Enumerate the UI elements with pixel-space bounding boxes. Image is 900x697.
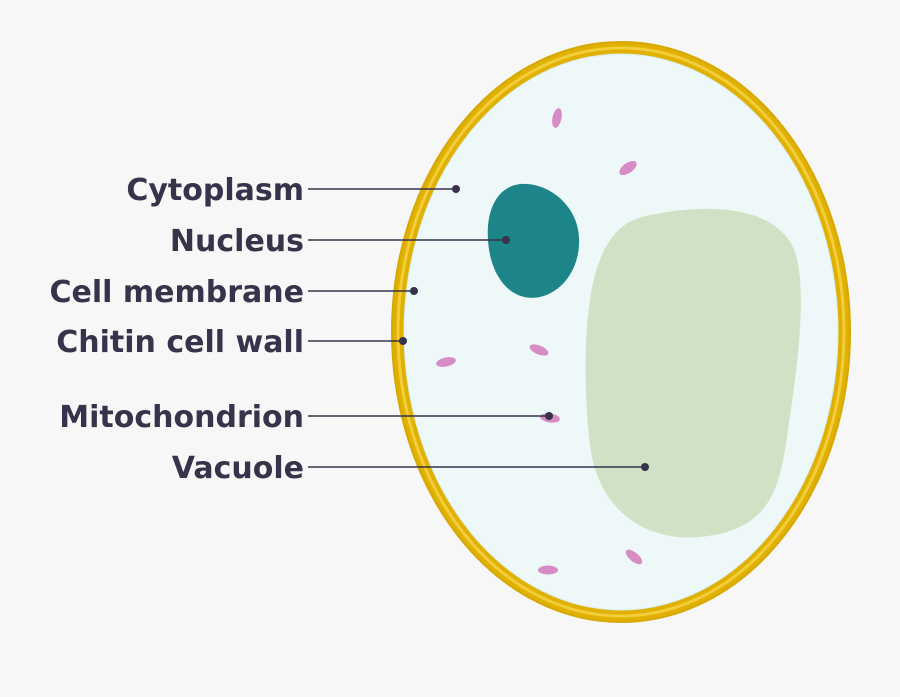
- vacuole-pointer: [641, 463, 649, 471]
- cytoplasm-pointer: [452, 185, 460, 193]
- label-cell-membrane: Cell membrane: [50, 275, 304, 310]
- nucleus: [487, 183, 580, 298]
- cell-wall-highlight: [396, 46, 846, 618]
- mitochondrion: [529, 344, 549, 356]
- label-chitin-cell-wall: Chitin cell wall: [56, 325, 304, 360]
- label-nucleus: Nucleus: [170, 224, 304, 259]
- mitochondrion: [619, 160, 637, 176]
- cell-wall-pointer: [399, 337, 407, 345]
- mitochondrion-pointer: [545, 412, 553, 420]
- label-vacuole: Vacuole: [172, 451, 304, 486]
- mitochondrion: [538, 565, 558, 575]
- label-cytoplasm: Cytoplasm: [126, 173, 304, 208]
- nucleus-pointer: [502, 236, 510, 244]
- cell-membrane-pointer: [410, 287, 418, 295]
- mitochondrion: [436, 357, 456, 367]
- label-mitochondrion: Mitochondrion: [59, 400, 304, 435]
- mitochondrion: [625, 549, 643, 565]
- mitochondrion: [552, 108, 562, 128]
- vacuole: [585, 208, 801, 538]
